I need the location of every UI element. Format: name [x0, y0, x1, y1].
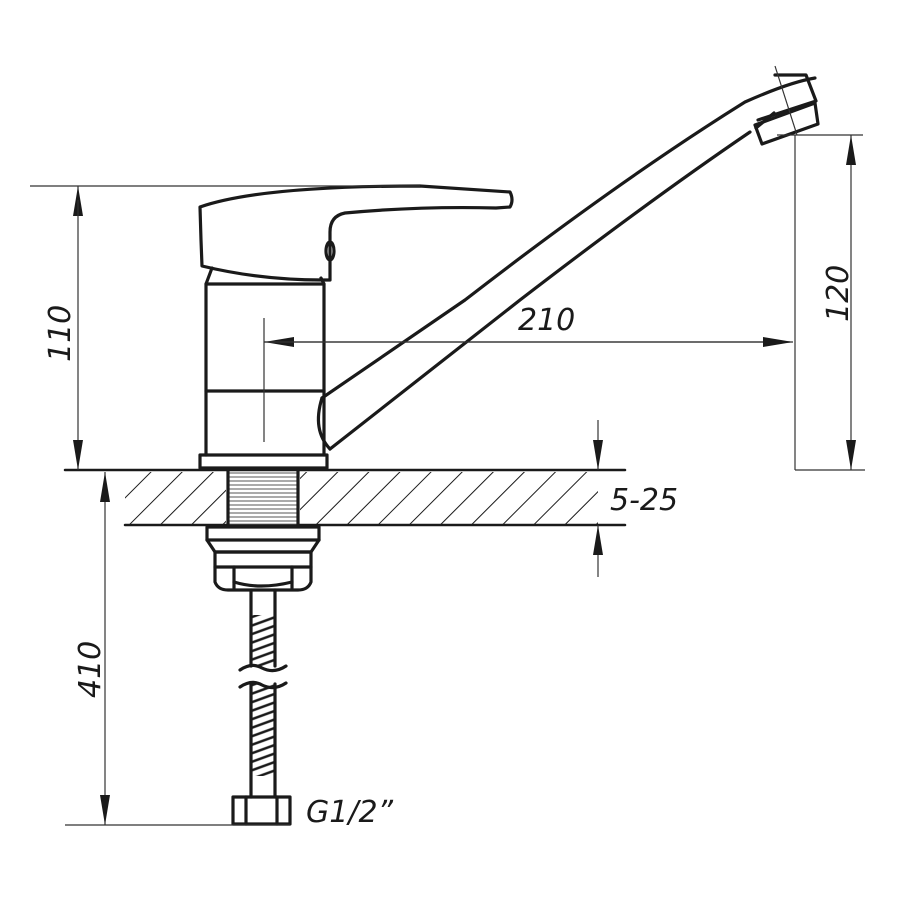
label-g12: G1/2”	[306, 795, 394, 830]
flexible-hose	[238, 588, 288, 799]
lever-handle	[198, 184, 514, 282]
dimension-410	[65, 472, 290, 826]
hose-fitting	[231, 795, 292, 826]
label-120: 120	[821, 265, 856, 322]
label-410: 410	[73, 641, 108, 698]
dimension-210	[263, 318, 793, 442]
label-210: 210	[518, 303, 575, 338]
dimension-110	[30, 185, 420, 470]
label-5-25: 5-25	[610, 483, 678, 518]
spout	[316, 73, 820, 451]
dimension-120	[774, 65, 865, 471]
mounting-nut	[205, 525, 321, 592]
countertop	[63, 468, 627, 528]
threaded-shank	[226, 468, 300, 527]
break-mark-icon	[238, 663, 288, 673]
faucet-body	[198, 266, 329, 470]
label-110: 110	[43, 305, 78, 362]
